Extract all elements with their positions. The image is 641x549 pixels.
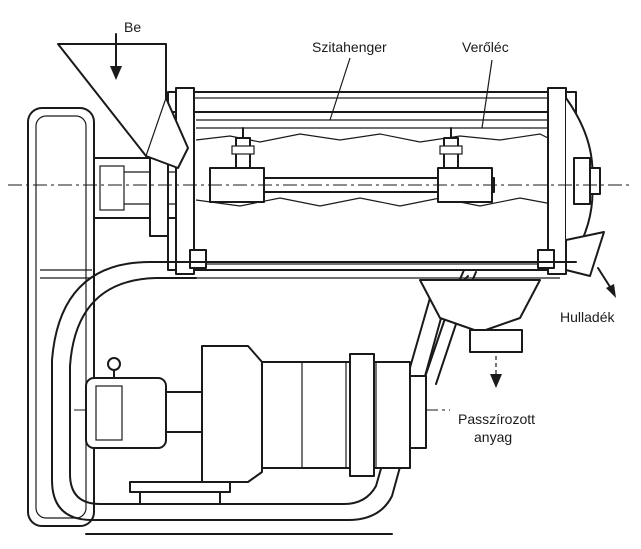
- label-inlet: Be: [124, 19, 141, 35]
- motor-base: [129, 481, 231, 505]
- left-bearing: [93, 139, 177, 237]
- label-beater-bar: Verőléc: [462, 39, 509, 55]
- feed-hopper: [57, 43, 189, 169]
- label-screen-cylinder: Szitahenger: [312, 39, 387, 55]
- waste-chute: [565, 231, 605, 277]
- product-outlet: [419, 279, 541, 353]
- label-waste: Hulladék: [560, 309, 615, 325]
- inlet-arrow: [110, 33, 122, 80]
- product-arrow: [490, 356, 502, 388]
- right-end-cap: [565, 97, 601, 269]
- electric-motor: [201, 345, 427, 483]
- label-passed-material-line1: Passzírozott: [458, 411, 535, 427]
- leader-lines: [329, 57, 493, 129]
- waste-arrow: [597, 267, 616, 298]
- label-passed-material-line2: anyag: [474, 429, 512, 445]
- motor-pulley: [85, 357, 203, 449]
